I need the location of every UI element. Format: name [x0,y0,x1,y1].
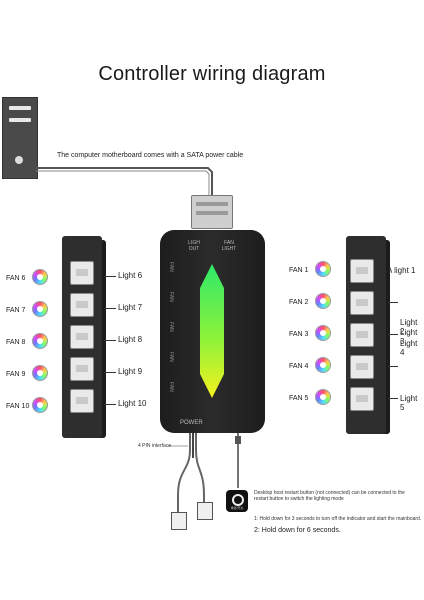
fan-port [70,325,94,349]
leader-line [104,308,116,309]
reset-button-description: Desktop host restart button (not connect… [254,490,405,502]
leader-line [104,340,116,341]
fan-port [350,355,374,379]
sata-connector [191,195,233,229]
light-label: Light 2 [400,318,418,336]
light-label: A light 1 [387,266,416,275]
reset-button-caption: 重置/开关 [230,506,244,510]
fan-port [70,293,94,317]
rgb-fan-icon [315,357,331,373]
light-label: Light 4 [400,339,418,357]
light-label: Light 10 [118,399,147,408]
hub-fan-light-label: FAN LIGHT [221,240,237,252]
reset-step-1: 1: Hold down for 3 seconds to turn off t… [254,516,422,522]
light-label: Light 6 [118,271,143,280]
leader-line [388,334,398,335]
rgb-fan-icon [315,325,331,341]
rgb-light-bar [200,264,224,398]
pc-tower-icon [2,97,38,179]
fan-label: FAN 10 [6,403,30,410]
pin-interface-label: 4 PIN interface [138,443,172,449]
hub-side-label: FAN [168,382,174,392]
fan-label: FAN 8 [6,339,26,346]
fan-label: FAN 5 [289,395,309,402]
hub-side-label: FAN [168,262,174,272]
leader-line [104,372,116,373]
fan-port [350,291,374,315]
fan-port [70,389,94,413]
reset-step-2: 2: Hold down for 6 seconds. [254,527,341,534]
rgb-fan-icon [315,389,331,405]
light-label: Light 8 [118,335,143,344]
fan-label: FAN 6 [6,275,26,282]
hub-side-label: FAN [168,292,174,302]
hub-side-label: FAN [168,322,174,332]
fan-label: FAN 2 [289,299,309,306]
fan-port [70,357,94,381]
fan-port [70,261,94,285]
fan-port [350,323,374,347]
leader-line [104,404,116,405]
rgb-fan-icon [315,261,331,277]
light-label: Light 3 [400,328,418,346]
fan-label: FAN 3 [289,331,309,338]
rgb-fan-icon [315,293,331,309]
leader-line [388,398,398,399]
light-label: Light 5 [400,394,418,412]
light-label: Light 7 [118,303,143,312]
fan-label: FAN 1 [289,267,309,274]
rgb-fan-icon [32,269,48,285]
light-label: Light 9 [118,367,143,376]
reset-button-icon: 重置/开关 [226,490,248,512]
diagram-title: Controller wiring diagram [98,63,326,85]
hub-light-out-label: LIGH OUT [188,240,200,252]
fan-port [350,259,374,283]
hub-power-label: POWER [180,420,203,426]
rgb-fan-icon [32,397,48,413]
rgb-fan-icon [32,365,48,381]
sata-note: The computer motherboard comes with a SA… [57,152,244,159]
fan-port [350,387,374,411]
fan-label: FAN 9 [6,371,26,378]
rgb-fan-icon [32,301,48,317]
fan-label: FAN 7 [6,307,26,314]
leader-line [388,302,398,303]
4pin-plug [171,512,187,530]
leader-line [104,276,116,277]
leader-line [388,366,398,367]
4pin-plug [197,502,213,520]
fan-label: FAN 4 [289,363,309,370]
rgb-fan-icon [32,333,48,349]
hub-side-label: FAN [168,352,174,362]
